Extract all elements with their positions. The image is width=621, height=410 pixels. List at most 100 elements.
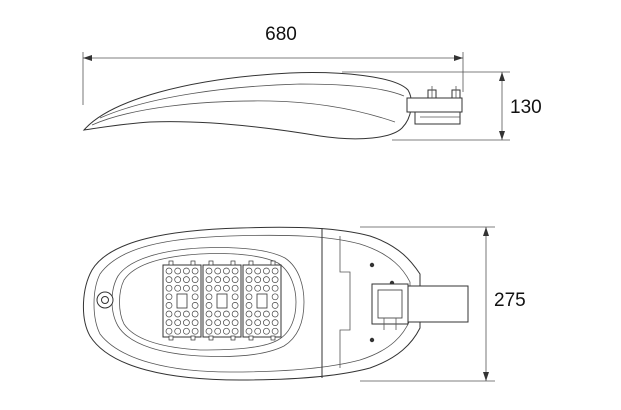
led-icon xyxy=(174,319,182,326)
height-label: 130 xyxy=(510,97,542,118)
module-clip xyxy=(248,260,254,266)
arrow-up-icon xyxy=(483,227,489,236)
length-label: 680 xyxy=(265,24,297,45)
led-icon xyxy=(205,319,213,326)
side-bracket xyxy=(406,86,463,125)
module-clip xyxy=(248,335,254,341)
led-icon xyxy=(245,276,253,283)
led-icon xyxy=(183,284,190,292)
led-icon xyxy=(214,276,222,283)
led-icon xyxy=(254,284,262,292)
rear-compartment xyxy=(321,228,395,378)
led-icon xyxy=(254,276,262,283)
led-icon xyxy=(245,284,253,292)
led-icon xyxy=(223,267,230,275)
side-view: 680 130 xyxy=(82,24,542,141)
led-icon xyxy=(183,319,190,326)
led-icon xyxy=(254,319,262,326)
led-icon xyxy=(165,327,173,335)
led-icon xyxy=(231,327,239,335)
led-icon xyxy=(214,310,222,318)
led-icon xyxy=(205,293,213,301)
module-clip xyxy=(190,260,196,266)
led-icon xyxy=(231,276,239,283)
led-icon xyxy=(223,276,230,283)
led-icon xyxy=(205,267,213,275)
led-icon xyxy=(183,276,190,283)
led-icon xyxy=(183,310,190,318)
led-module-slot xyxy=(216,293,228,309)
led-icon xyxy=(214,267,222,275)
led-icon xyxy=(271,276,279,283)
led-icon xyxy=(174,327,182,335)
sensor-center-icon xyxy=(101,296,109,304)
led-icon xyxy=(191,276,199,283)
led-icon xyxy=(254,327,262,335)
led-icon xyxy=(223,327,230,335)
led-icon xyxy=(205,327,213,335)
led-icon xyxy=(191,310,199,318)
led-icon xyxy=(214,284,222,292)
arrow-down-icon xyxy=(483,372,489,381)
led-icon xyxy=(191,319,199,326)
led-icon xyxy=(231,302,239,309)
led-icon xyxy=(245,293,253,301)
led-module-slot xyxy=(256,293,268,309)
led-icon xyxy=(223,284,230,292)
module-clip xyxy=(168,260,174,266)
led-icon xyxy=(223,319,230,326)
width-label: 275 xyxy=(494,290,526,311)
module-clip xyxy=(230,335,236,341)
lamp-side-body xyxy=(82,72,412,140)
led-icon xyxy=(271,319,279,326)
led-icon xyxy=(165,267,173,275)
led-icon xyxy=(231,310,239,318)
led-icon xyxy=(245,267,253,275)
led-icon xyxy=(271,293,279,301)
led-module-array xyxy=(162,260,282,341)
led-icon xyxy=(271,284,279,292)
module-clip xyxy=(208,335,214,341)
module-clip xyxy=(208,260,214,266)
lamp-side-ridge xyxy=(99,83,405,119)
led-icon xyxy=(254,267,262,275)
led-icon xyxy=(165,302,173,309)
arrow-down-icon xyxy=(499,131,505,140)
module-clip xyxy=(168,335,174,341)
led-icon xyxy=(174,276,182,283)
lamp-bottom-inner-rim xyxy=(93,234,411,373)
led-icon xyxy=(205,284,213,292)
led-icon xyxy=(254,310,262,318)
led-icon xyxy=(174,284,182,292)
led-icon xyxy=(263,319,270,326)
led-icon xyxy=(174,310,182,318)
led-icon xyxy=(231,284,239,292)
arrow-right-icon xyxy=(454,55,463,61)
led-icon xyxy=(271,267,279,275)
led-icon xyxy=(263,267,270,275)
led-icon xyxy=(245,310,253,318)
arrow-left-icon xyxy=(83,55,92,61)
led-icon xyxy=(263,284,270,292)
led-icon xyxy=(271,327,279,335)
led-icon xyxy=(183,327,190,335)
module-clip xyxy=(270,260,276,266)
module-clip xyxy=(270,335,276,341)
led-icon xyxy=(191,327,199,335)
led-icon xyxy=(191,302,199,309)
led-icon xyxy=(245,319,253,326)
led-icon xyxy=(231,293,239,301)
led-icon xyxy=(165,293,173,301)
led-icon xyxy=(174,267,182,275)
led-icon xyxy=(263,310,270,318)
pole-bracket xyxy=(371,283,469,330)
bottom-view: 275 xyxy=(82,226,526,382)
led-icon xyxy=(191,293,199,301)
led-icon xyxy=(245,327,253,335)
led-icon xyxy=(223,310,230,318)
led-icon xyxy=(191,284,199,292)
screw-icon xyxy=(369,262,375,268)
led-icon xyxy=(231,319,239,326)
led-icon xyxy=(205,302,213,309)
